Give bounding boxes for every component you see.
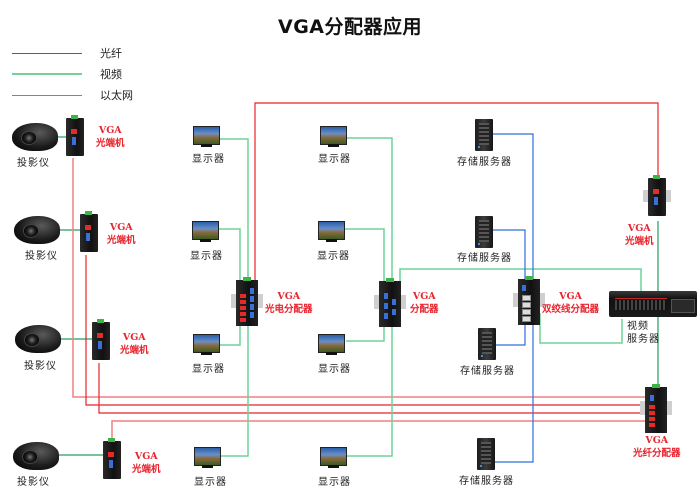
video-server-label: 视频 服务器 xyxy=(627,320,660,346)
video-line xyxy=(346,137,393,281)
monitor-icon xyxy=(318,334,345,356)
legend-ethernet-swatch xyxy=(12,94,82,96)
vga-splitter-label-line2: 分配器 xyxy=(410,304,439,315)
storage-server-icon xyxy=(475,119,493,151)
storage-server-label: 存储服务器 xyxy=(459,476,514,487)
video-server-icon xyxy=(609,291,697,317)
twisted-pair-splitter-label: VGA 双绞线分配器 xyxy=(542,290,599,316)
vga-splitter-icon xyxy=(374,278,406,327)
legend-video: 视频 xyxy=(12,67,122,81)
storage-server-icon xyxy=(475,216,493,248)
converter-label: VGA 光端机 xyxy=(107,221,136,247)
video-line xyxy=(219,228,241,283)
storage-server-icon xyxy=(477,438,495,470)
legend-fiber-label: 光纤 xyxy=(100,47,122,60)
monitor-label: 显示器 xyxy=(192,364,225,375)
monitor-icon xyxy=(193,126,220,148)
monitor-label: 显示器 xyxy=(318,364,351,375)
fiber-line xyxy=(98,363,648,414)
vga-fiber-converter-icon xyxy=(92,319,110,360)
vga-fiber-splitter-icon xyxy=(640,384,672,433)
converter-label-line2: 光端机 xyxy=(96,138,125,149)
legend-ethernet-label: 以太网 xyxy=(100,89,133,102)
monitor-label: 显示器 xyxy=(318,477,351,488)
converter-label: VGA 光端机 xyxy=(120,331,149,357)
converter-label-line1: VGA xyxy=(122,332,146,343)
vga-optical-electric-splitter-icon xyxy=(231,277,263,326)
video-line xyxy=(539,313,623,344)
monitor-label: 显示器 xyxy=(317,251,350,262)
monitor-label: 显示器 xyxy=(190,251,223,262)
fiber-splitter-label: VGA 光纤分配器 xyxy=(633,434,681,460)
legend-video-label: 视频 xyxy=(100,68,122,81)
legend-fiber-swatch xyxy=(12,52,82,54)
video-line xyxy=(346,322,385,342)
converter-label-line1: VGA xyxy=(109,222,133,233)
twisted-pair-splitter-label-line2: 双绞线分配器 xyxy=(542,304,600,315)
projector-label: 投影仪 xyxy=(17,158,50,169)
video-line xyxy=(220,138,249,283)
optical-electric-splitter-label-line2: 光电分配器 xyxy=(265,304,313,315)
monitor-icon xyxy=(194,447,221,469)
right-converter-label-line2: 光端机 xyxy=(625,236,654,247)
legend-video-swatch xyxy=(12,73,82,75)
vga-fiber-converter-icon xyxy=(103,438,121,479)
projector-icon xyxy=(15,325,61,353)
diagram-title: VGA分配器应用 xyxy=(277,16,422,38)
monitor-label: 显示器 xyxy=(192,154,225,165)
ethernet-line xyxy=(495,318,526,346)
video-line xyxy=(345,228,385,281)
projector-label: 投影仪 xyxy=(25,251,58,262)
projector-label: 投影仪 xyxy=(24,361,57,372)
legend-fiber: 光纤 xyxy=(12,46,122,60)
video-line xyxy=(219,322,249,457)
optical-electric-splitter-label: VGA 光电分配器 xyxy=(265,290,313,316)
fiber-splitter-label-line2: 光纤分配器 xyxy=(633,448,681,459)
monitor-icon xyxy=(193,334,220,356)
ethernet-line xyxy=(493,229,526,279)
converter-label: VGA 光端机 xyxy=(132,450,161,476)
converter-label-line2: 光端机 xyxy=(120,345,149,356)
vga-fiber-converter-icon xyxy=(80,211,98,252)
vga-splitter-label: VGA 分配器 xyxy=(410,290,439,316)
storage-server-label: 存储服务器 xyxy=(457,253,512,264)
projector-icon xyxy=(13,442,59,470)
fiber-line xyxy=(72,158,648,398)
converter-label-line1: VGA xyxy=(98,125,122,136)
converter-label: VGA 光端机 xyxy=(96,124,125,150)
converter-label-line2: 光端机 xyxy=(132,464,161,475)
storage-server-label: 存储服务器 xyxy=(457,157,512,168)
twisted-pair-splitter-label-line1: VGA xyxy=(559,291,582,302)
fiber-line xyxy=(111,420,648,440)
fiber-splitter-label-line1: VGA xyxy=(645,435,669,446)
vga-splitter-label-line1: VGA xyxy=(412,291,436,302)
projector-label: 投影仪 xyxy=(17,477,50,488)
monitor-icon xyxy=(320,126,347,148)
fiber-line xyxy=(85,255,648,406)
converter-label-line1: VGA xyxy=(134,451,158,462)
storage-server-label: 存储服务器 xyxy=(460,366,515,377)
optical-electric-splitter-label-line1: VGA xyxy=(277,291,301,302)
video-server-label-line2: 服务器 xyxy=(627,334,660,345)
video-line xyxy=(346,322,393,457)
right-converter-label: VGA 光端机 xyxy=(625,222,654,248)
video-line xyxy=(399,268,642,293)
monitor-icon xyxy=(318,221,345,243)
vga-fiber-converter-icon xyxy=(66,115,84,156)
monitor-icon xyxy=(192,221,219,243)
converter-label-line2: 光端机 xyxy=(107,235,136,246)
monitor-icon xyxy=(320,447,347,469)
video-server-label-line1: 视频 xyxy=(627,321,649,332)
monitor-label: 显示器 xyxy=(318,154,351,165)
fiber-line xyxy=(254,102,659,285)
storage-server-icon xyxy=(478,328,496,360)
monitor-label: 显示器 xyxy=(194,477,227,488)
vga-twisted-pair-splitter-icon xyxy=(513,276,545,325)
projector-icon xyxy=(12,123,58,151)
vga-fiber-converter-icon xyxy=(643,175,671,216)
legend-ethernet: 以太网 xyxy=(12,88,133,102)
right-converter-label-line1: VGA xyxy=(627,223,651,234)
video-line xyxy=(219,322,241,346)
projector-icon xyxy=(14,216,60,244)
